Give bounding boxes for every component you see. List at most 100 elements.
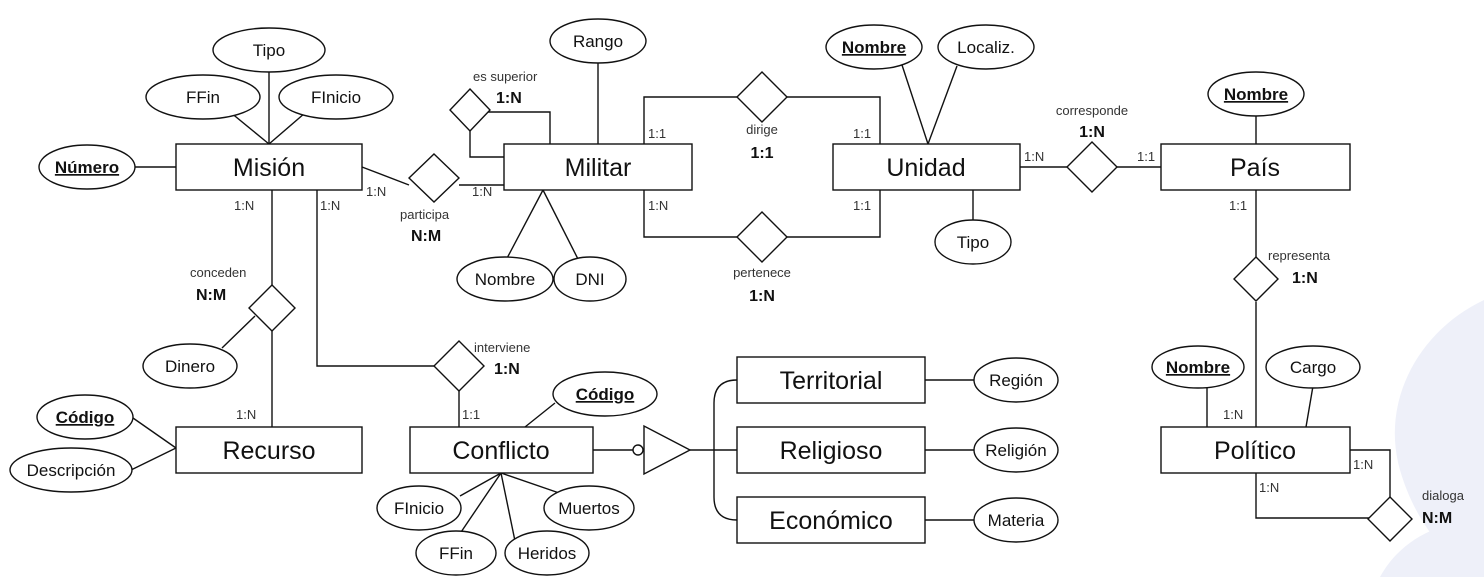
attr-unidad-tipo[interactable]: Tipo [934,219,1012,265]
attr-conflicto-heridos-label: Heridos [518,544,577,563]
attr-conflicto-heridos[interactable]: Heridos [504,530,590,576]
attr-unidad-nombre[interactable]: Nombre [825,24,923,70]
entity-conflicto[interactable]: Conflicto [409,426,594,474]
attr-territorial-region-label: Región [989,371,1043,390]
relationship-es-superior[interactable] [449,87,491,133]
card-pais-corresponde: 1:1 [1137,149,1155,164]
rel-corresponde-card: 1:N [1079,124,1105,141]
card-militar-participa: 1:N [472,184,492,199]
attr-conflicto-muertos-label: Muertos [558,499,619,518]
attr-mision-ffin[interactable]: FFin [145,74,261,120]
attr-conflicto-ffin-label: FFin [439,544,473,563]
attr-unidad-localiz[interactable]: Localiz. [937,24,1035,70]
entity-militar[interactable]: Militar [503,143,693,191]
relationship-pertenece[interactable] [736,211,788,263]
attr-religioso-religion-label: Religión [985,441,1046,460]
attr-militar-rango[interactable]: Rango [549,18,647,64]
watermark-shape [1380,300,1484,577]
card-mision-interviene: 1:N [320,198,340,213]
attr-recurso-descripcion-label: Descripción [27,461,116,480]
rel-representa-name: representa [1268,248,1331,263]
relationship-interviene[interactable] [433,340,485,392]
attr-conflicto-codigo[interactable]: Código [552,371,658,417]
entity-recurso-label: Recurso [222,437,315,465]
card-unidad-dirige: 1:1 [853,126,871,141]
attr-conflicto-codigo-label: Código [576,385,635,404]
entity-mision[interactable]: Misión [175,143,363,191]
attr-recurso-codigo-label: Código [56,408,115,427]
rel-dialoga-card: N:M [1422,510,1452,527]
rel-es-superior-card: 1:N [496,90,522,107]
attr-politico-nombre[interactable]: Nombre [1151,345,1245,389]
attr-conflicto-finicio[interactable]: FInicio [376,485,462,531]
entity-religioso-label: Religioso [780,437,883,465]
rel-dirige-card: 1:1 [750,145,773,162]
entity-politico[interactable]: Político [1160,426,1351,474]
entity-territorial[interactable]: Territorial [736,356,926,404]
attr-mision-tipo-label: Tipo [253,41,285,60]
attr-mision-numero-label: Número [55,158,119,177]
rel-pertenece-name: pertenece [733,265,791,280]
relationship-dirige[interactable] [736,71,788,123]
attr-militar-dni[interactable]: DNI [553,256,627,302]
relationship-participa[interactable] [407,153,461,203]
rel-participa-name: participa [400,207,450,222]
rel-corresponde-name: corresponde [1056,103,1128,118]
attr-recurso-descripcion[interactable]: Descripción [9,447,133,493]
card-pais-representa: 1:1 [1229,198,1247,213]
relationship-labels: es superior 1:N participa N:M dirige 1:1… [190,69,1465,527]
rel-conceden-name: conceden [190,265,246,280]
relationship-corresponde[interactable] [1066,141,1118,193]
relationship-conceden[interactable] [248,284,296,332]
attr-recurso-dinero[interactable]: Dinero [142,343,238,389]
attr-economico-materia[interactable]: Materia [973,497,1059,543]
attr-militar-nombre[interactable]: Nombre [456,256,554,302]
attr-mision-tipo[interactable]: Tipo [212,27,326,73]
card-militar-pertenece: 1:N [648,198,668,213]
rel-es-superior-name: es superior [473,69,538,84]
attr-mision-finicio-label: FInicio [311,88,361,107]
attr-pais-nombre[interactable]: Nombre [1207,71,1305,117]
rel-representa-card: 1:N [1292,270,1318,287]
attr-unidad-localiz-label: Localiz. [957,38,1015,57]
rel-participa-card: N:M [411,228,441,245]
entity-militar-label: Militar [565,154,632,182]
card-politico-dialoga-a: 1:N [1353,457,1373,472]
entity-unidad[interactable]: Unidad [832,143,1021,191]
entity-conflicto-label: Conflicto [452,437,549,465]
entity-recurso[interactable]: Recurso [175,426,363,474]
attr-conflicto-ffin[interactable]: FFin [415,530,497,576]
attr-politico-cargo-label: Cargo [1290,358,1336,377]
attr-recurso-codigo[interactable]: Código [36,394,134,440]
entity-economico[interactable]: Económico [736,496,926,544]
attr-unidad-tipo-label: Tipo [957,233,989,252]
entity-religioso[interactable]: Religioso [736,426,926,474]
entity-politico-label: Político [1214,437,1296,465]
attr-mision-finicio[interactable]: FInicio [278,74,394,120]
cardinality-labels: 1:N 1:N 1:N 1:N 1:N 1:1 1:1 1:N 1:1 1:N … [234,126,1373,495]
relationship-dialoga[interactable] [1367,496,1413,542]
attr-religioso-religion[interactable]: Religión [973,427,1059,473]
rel-dialoga-name: dialoga [1422,488,1465,503]
rel-interviene-name: interviene [474,340,530,355]
card-recurso-conceden: 1:N [236,407,256,422]
entity-pais-label: País [1230,154,1280,182]
attr-pais-nombre-label: Nombre [1224,85,1288,104]
relationship-representa[interactable] [1233,256,1279,302]
attr-politico-nombre-label: Nombre [1166,358,1230,377]
attr-politico-cargo[interactable]: Cargo [1265,345,1361,389]
card-mision-participa: 1:N [366,184,386,199]
entity-territorial-label: Territorial [780,367,883,395]
entity-unidad-label: Unidad [886,154,965,182]
entity-mision-label: Misión [233,154,305,182]
attr-mision-numero[interactable]: Número [38,144,136,190]
rel-pertenece-card: 1:N [749,288,775,305]
card-militar-dirige: 1:1 [648,126,666,141]
attr-territorial-region[interactable]: Región [973,357,1059,403]
entity-pais[interactable]: País [1160,143,1351,191]
attr-conflicto-muertos[interactable]: Muertos [543,485,635,531]
attr-militar-rango-label: Rango [573,32,623,51]
rel-conceden-card: N:M [196,287,226,304]
specialization-triangle [632,424,692,476]
